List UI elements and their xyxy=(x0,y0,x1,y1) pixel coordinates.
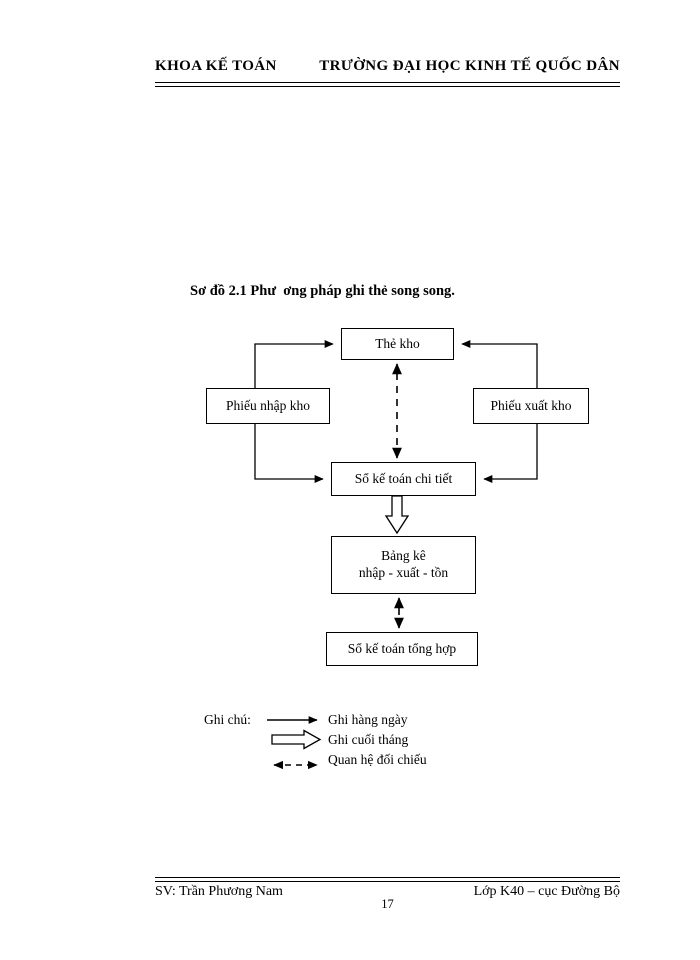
diagram-node-the-kho: Thẻ kho xyxy=(341,328,454,360)
diagram-node-phieu-xuat-kho: Phiếu xuất kho xyxy=(473,388,589,424)
hollow-arrow-right-icon xyxy=(271,729,322,750)
footer-class-name: Lớp K40 – cục Đường Bộ xyxy=(473,884,620,899)
legend-glyph-group xyxy=(267,716,322,770)
diagram-node-label: Sổ kế toán tổng hợp xyxy=(347,640,457,656)
header-divider-rule xyxy=(155,82,620,87)
diagram-node-bang-ke: Bảng kê nhập - xuất - tồn xyxy=(331,536,476,594)
header-university-name: TRƯỜNG ĐẠI HỌC KINH TẾ QUỐC DÂN xyxy=(319,58,620,74)
legend-item-label-daily: Ghi hàng ngày xyxy=(328,712,408,727)
header-faculty-name: KHOA KẾ TOÁN xyxy=(155,58,277,74)
diagram-node-so-ke-toan-tong-hop: Sổ kế toán tổng hợp xyxy=(326,632,478,666)
diagram-node-label-line1: Bảng kê xyxy=(381,548,426,564)
page-footer: SV: Trần Phương Nam 17 Lớp K40 – cục Đườ… xyxy=(155,884,620,924)
diagram-node-label-multiline: Bảng kê nhập - xuất - tồn xyxy=(359,548,448,582)
footer-divider-rule xyxy=(155,877,620,882)
page-number: 17 xyxy=(381,897,394,911)
diagram-node-label: Phiếu xuất kho xyxy=(490,397,572,413)
diagram-node-label: Thẻ kho xyxy=(375,335,420,351)
connector-phieu-nhap-to-so-chi-tiet xyxy=(254,424,324,484)
page-header: KHOA KẾ TOÁN TRƯỜNG ĐẠI HỌC KINH TẾ QUỐC… xyxy=(155,58,620,84)
connector-so-chi-tiet-to-bang-ke-monthly xyxy=(384,495,410,535)
connector-phieu-xuat-to-so-chi-tiet xyxy=(483,424,538,484)
footer-student-name: SV: Trần Phương Nam xyxy=(155,884,283,899)
legend-item-label-monthly: Ghi cuối tháng xyxy=(328,732,409,747)
legend-item-label-reconcile: Quan hệ đối chiếu xyxy=(328,752,427,767)
diagram-legend: Ghi chú: Ghi hàng ngày Ghi cuối tháng Qu xyxy=(204,708,494,786)
diagram-node-label: Sổ kế toán chi tiết xyxy=(354,470,453,486)
legend-label: Ghi chú: xyxy=(204,712,251,727)
diagram-node-phieu-nhap-kho: Phiếu nhập kho xyxy=(206,388,330,424)
diagram-node-label-line2: nhập - xuất - tồn xyxy=(358,565,449,580)
diagram-node-label: Phiếu nhập kho xyxy=(226,397,310,413)
diagram-title: Sơ đồ 2.1 Phư ơng pháp ghi thẻ song song… xyxy=(190,283,455,299)
diagram-node-so-ke-toan-chi-tiet: Sổ kế toán chi tiết xyxy=(331,462,476,496)
